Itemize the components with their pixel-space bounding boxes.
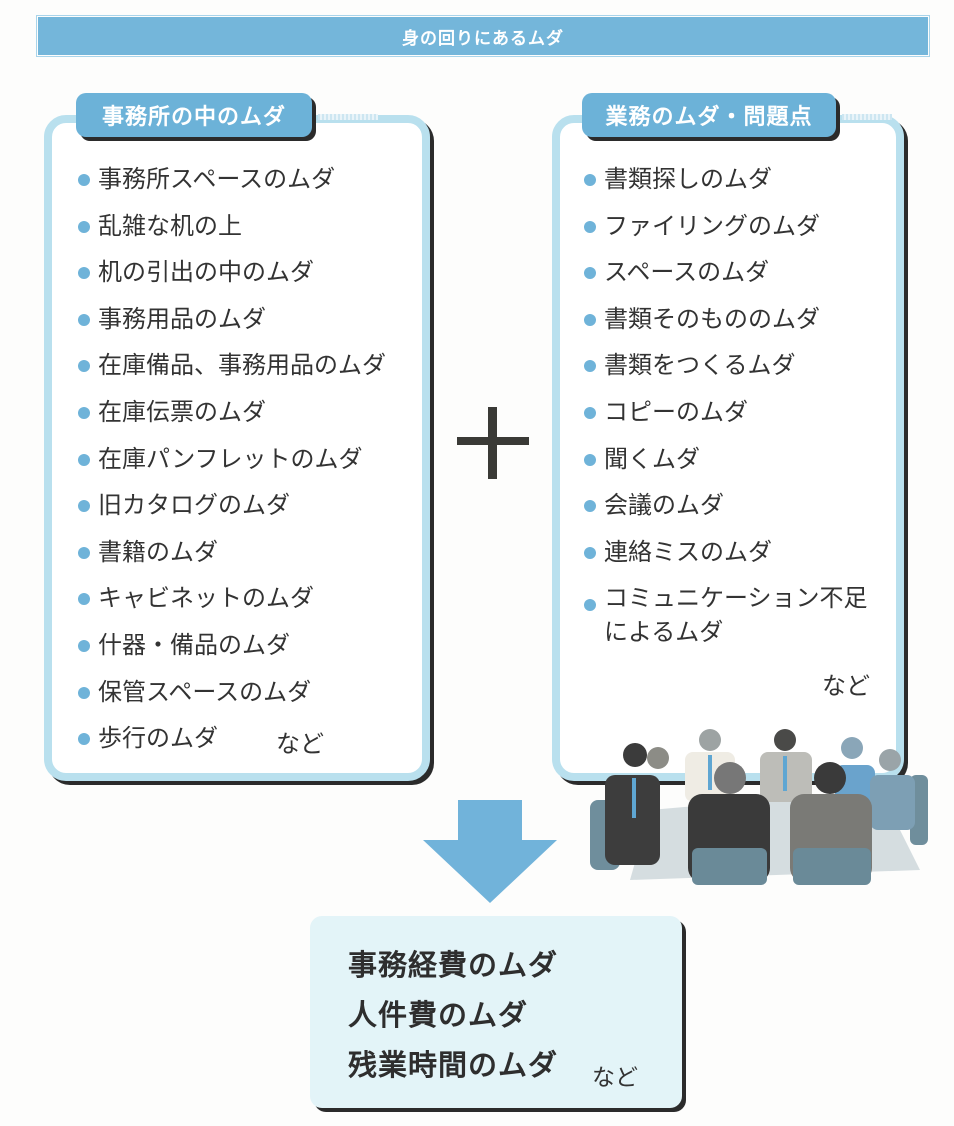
bullet-icon	[584, 313, 596, 326]
bullet-icon	[584, 599, 596, 612]
bullet-icon	[78, 453, 90, 466]
bullet-icon	[584, 220, 596, 233]
list-item: 書類をつくるムダ	[584, 342, 884, 389]
result-list: 事務経費のムダ 人件費のムダ 残業時間のムダ	[348, 940, 558, 1090]
office-waste-list: 事務所スペースのムダ 乱雑な机の上 机の引出の中のムダ 事務用品のムダ 在庫備品…	[78, 156, 386, 762]
person-head	[814, 762, 846, 794]
bullet-icon	[78, 686, 90, 699]
list-item: コピーのムダ	[584, 389, 884, 436]
bullet-icon	[78, 220, 90, 233]
meeting-people-icon	[590, 729, 928, 885]
list-item: 書類そのもののムダ	[584, 296, 884, 343]
result-item: 人件費のムダ	[348, 998, 529, 1032]
tab-decoration	[318, 114, 378, 120]
bullet-icon	[78, 360, 90, 373]
list-item: 旧カタログのムダ	[78, 482, 386, 529]
bullet-icon	[584, 267, 596, 280]
list-item: 在庫パンフレットのムダ	[78, 436, 386, 483]
bullet-icon	[584, 406, 596, 419]
list-item: 乱雑な机の上	[78, 203, 386, 250]
work-waste-panel	[552, 115, 904, 781]
list-item: 在庫伝票のムダ	[78, 389, 386, 436]
person-head	[714, 762, 746, 794]
chair-shape	[692, 848, 767, 885]
bullet-icon	[584, 546, 596, 559]
person-body	[605, 775, 660, 865]
list-item: 事務所スペースのムダ	[78, 156, 386, 203]
list-item: 机の引出の中のムダ	[78, 249, 386, 296]
work-waste-etc: など	[822, 672, 870, 700]
header-title: 身の回りにあるムダ	[402, 28, 564, 49]
bullet-icon	[78, 174, 90, 186]
chair-shape	[793, 848, 871, 885]
list-item: 聞くムダ	[584, 436, 884, 483]
office-waste-etc: など	[276, 730, 324, 758]
person-head	[841, 737, 863, 759]
result-item: 事務経費のムダ	[348, 948, 559, 982]
tab-decoration	[842, 114, 892, 120]
result-item: 残業時間のムダ	[348, 1048, 559, 1082]
header-bar: 身の回りにあるムダ	[36, 15, 930, 57]
list-item: 事務用品のムダ	[78, 296, 386, 343]
list-item: 歩行のムダ	[78, 715, 386, 762]
bullet-icon	[78, 313, 90, 326]
bullet-icon	[78, 500, 90, 513]
bullet-icon	[584, 453, 596, 466]
bullet-icon	[78, 406, 90, 419]
list-item: 会議のムダ	[584, 482, 884, 529]
work-waste-title: 業務のムダ・問題点	[582, 93, 836, 137]
office-waste-title: 事務所の中のムダ	[76, 93, 312, 137]
person-head	[623, 743, 647, 767]
result-box	[310, 916, 682, 1108]
list-item: コミュニケーション不足によるムダ	[584, 575, 884, 649]
plus-icon	[457, 407, 529, 479]
list-item: 保管スペースのムダ	[78, 669, 386, 716]
bullet-icon	[78, 546, 90, 559]
list-item: 在庫備品、事務用品のムダ	[78, 342, 386, 389]
list-item: 連絡ミスのムダ	[584, 529, 884, 576]
list-item: キャビネットのムダ	[78, 575, 386, 622]
person-head	[774, 729, 796, 751]
down-arrow-icon	[423, 800, 557, 903]
bullet-icon	[78, 267, 90, 280]
result-etc: など	[592, 1065, 638, 1091]
bullet-icon	[584, 174, 596, 186]
list-item: 書類探しのムダ	[584, 156, 884, 203]
person-head	[647, 747, 669, 769]
person-body	[870, 775, 915, 830]
list-item: 書籍のムダ	[78, 529, 386, 576]
bullet-icon	[78, 639, 90, 652]
person-head	[879, 749, 901, 771]
bullet-icon	[78, 593, 90, 606]
list-item: ファイリングのムダ	[584, 203, 884, 250]
work-waste-list: 書類探しのムダ ファイリングのムダ スペースのムダ 書類そのもののムダ 書類をつ…	[584, 156, 884, 649]
bullet-icon	[584, 360, 596, 373]
bullet-icon	[584, 500, 596, 513]
person-head	[699, 729, 721, 751]
office-waste-panel	[44, 115, 430, 781]
bullet-icon	[78, 733, 90, 746]
list-item: スペースのムダ	[584, 249, 884, 296]
list-item: 什器・備品のムダ	[78, 622, 386, 669]
